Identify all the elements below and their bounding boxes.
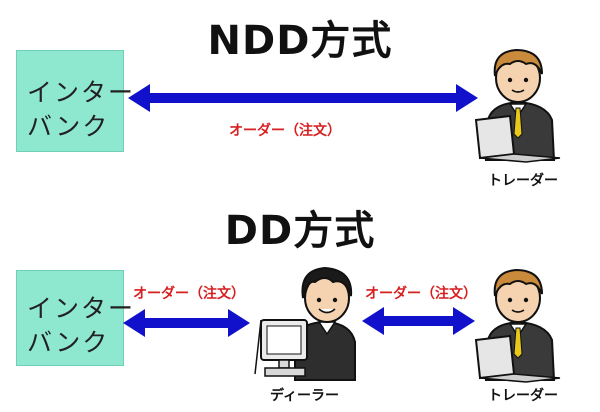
dd-dealer-illustration (254, 266, 356, 381)
dd-order-label-right: オーダー（注文） (365, 286, 477, 302)
dd-dealer-label: ディーラー (270, 388, 340, 404)
dd-title: DD方式 (224, 208, 376, 254)
dd-trader-illustration (474, 268, 561, 383)
ndd-bank-label-line2: バンク (27, 112, 110, 141)
ndd-order-arrow (128, 84, 478, 112)
ndd-trader-illustration (474, 48, 561, 163)
dd-trader-label: トレーダー (488, 388, 558, 404)
dd-bank-label-line2: バンク (27, 328, 110, 357)
ndd-trader-label: トレーダー (488, 173, 558, 189)
ndd-bank-label-line1: インター (27, 78, 136, 107)
dd-order-label-left: オーダー（注文） (133, 286, 245, 302)
dd-order-arrow-right (362, 307, 475, 335)
dd-bank-label-line1: インター (27, 294, 136, 323)
ndd-title: NDD方式 (207, 18, 393, 64)
ndd-interbank-box: インター バンク (16, 50, 133, 152)
ndd-order-label: オーダー（注文） (229, 123, 341, 139)
dd-order-arrow-left (123, 309, 250, 337)
dd-interbank-box: インター バンク (16, 270, 133, 366)
